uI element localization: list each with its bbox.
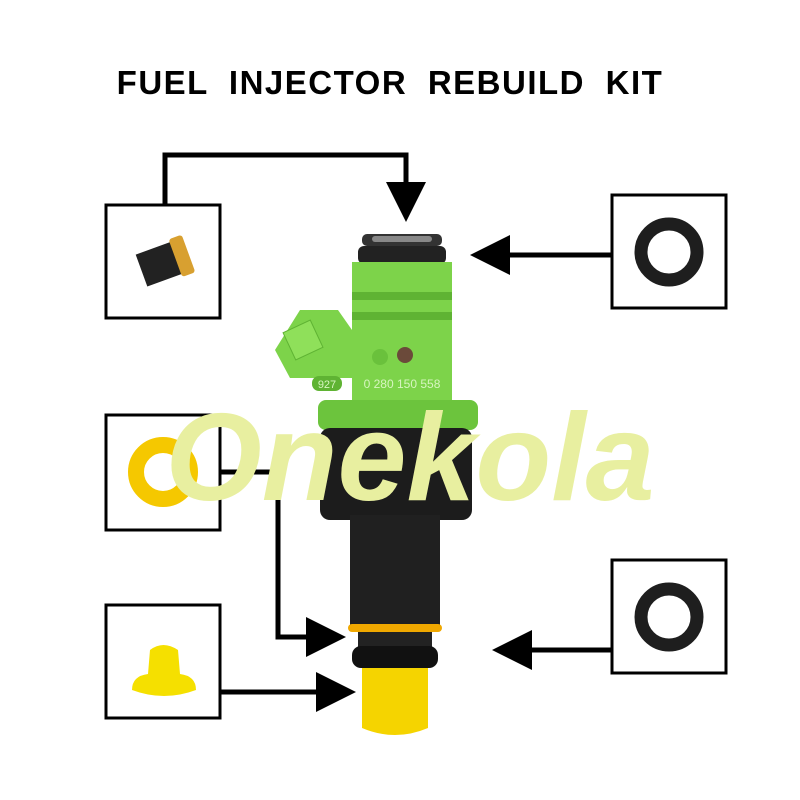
part-box-pintle-cap bbox=[104, 603, 222, 720]
arrows bbox=[162, 152, 612, 712]
arrow-washer bbox=[220, 469, 346, 657]
watermark: Onekola bbox=[165, 389, 654, 527]
arrow-filter bbox=[162, 152, 426, 222]
part-box-bottom-o-ring bbox=[610, 558, 728, 675]
fuel-injector: 927 0 280 150 558 bbox=[275, 234, 478, 735]
ring-number: 927 bbox=[318, 379, 336, 391]
page-title: FUEL INJECTOR REBUILD KIT bbox=[116, 64, 664, 101]
part-box-filter bbox=[104, 203, 222, 320]
part-number: 0 280 150 558 bbox=[364, 377, 441, 391]
part-box-top-o-ring bbox=[610, 193, 728, 310]
part-box-washer bbox=[104, 413, 222, 532]
